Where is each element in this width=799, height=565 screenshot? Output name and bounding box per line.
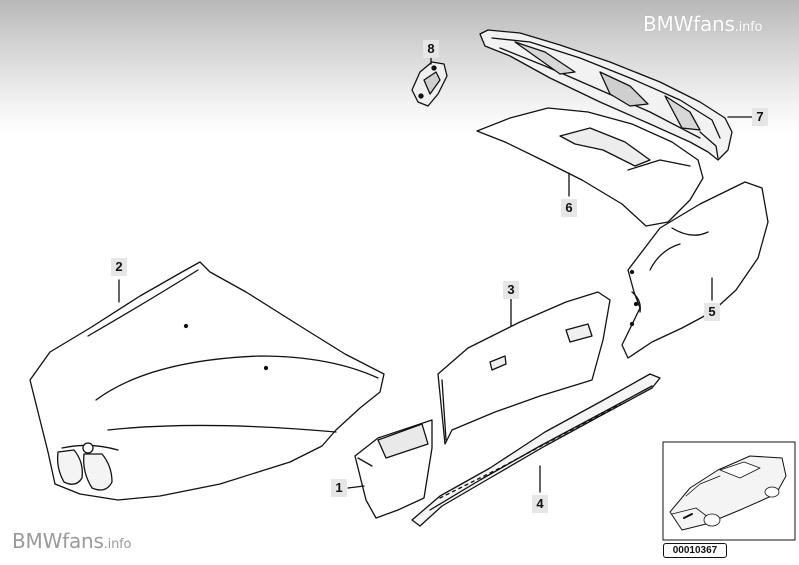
callout-bonnet[interactable]: 2: [111, 258, 127, 276]
side-sill-part: [411, 373, 661, 527]
front-wing-part: [354, 419, 433, 519]
callout-bracket[interactable]: 8: [423, 40, 439, 58]
watermark-bottom-brand: BMWfans: [12, 529, 104, 553]
watermark-bottom-suffix: .info: [103, 537, 132, 552]
car-overview-inset: [662, 441, 796, 541]
door-part: [437, 291, 611, 445]
watermark-bottom: BMWfans.info: [12, 529, 131, 553]
rear-wing-part: [621, 181, 769, 359]
callout-front-wing[interactable]: 1: [331, 479, 347, 497]
callout-trunk-lid-inner[interactable]: 7: [752, 108, 768, 126]
callout-side-sill[interactable]: 4: [532, 495, 548, 513]
trunk-lid-part: [476, 107, 704, 227]
callout-rear-wing[interactable]: 5: [704, 303, 720, 321]
callout-trunk-lid[interactable]: 6: [561, 199, 577, 217]
watermark-top-suffix: .info: [734, 20, 763, 35]
trunk-lid-inner-part: [479, 29, 733, 161]
leader-lines: [118, 57, 753, 493]
bracket-part: [411, 61, 448, 107]
watermark-top: BMWfans.info: [643, 12, 762, 36]
bonnet-part: [29, 261, 385, 501]
callout-door[interactable]: 3: [503, 281, 519, 299]
reference-code: 00010367: [663, 543, 727, 558]
watermark-top-brand: BMWfans: [643, 12, 735, 36]
